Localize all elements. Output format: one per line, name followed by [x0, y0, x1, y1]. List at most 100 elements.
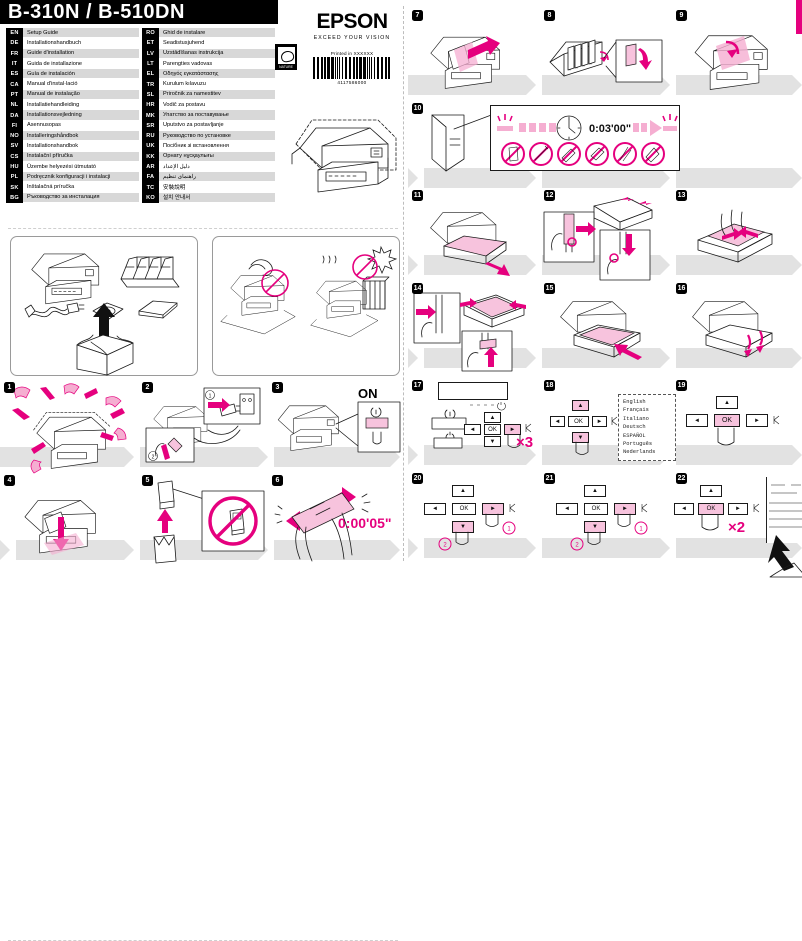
- language-menu-item[interactable]: Français: [623, 407, 649, 414]
- language-menu-item[interactable]: ESPAÑOL: [623, 432, 646, 439]
- language-code: LV: [142, 48, 159, 59]
- language-title: Vodič za postavu: [159, 100, 275, 111]
- language-code: DA: [6, 110, 23, 121]
- step-20-callout-2: 2: [443, 543, 447, 549]
- key-ok[interactable]: OK: [714, 414, 740, 427]
- key-left[interactable]: ◄: [424, 503, 446, 515]
- key-down[interactable]: ▼: [484, 436, 501, 447]
- step-11: 11: [408, 188, 538, 281]
- key-right[interactable]: ►: [728, 503, 748, 515]
- key-down[interactable]: ▼: [584, 521, 606, 533]
- step-15-number: 15: [544, 283, 555, 294]
- key-left[interactable]: ◄: [550, 416, 565, 427]
- step-21-callout-2: 2: [575, 543, 579, 549]
- key-ok[interactable]: OK: [584, 503, 608, 515]
- step-7: 7: [408, 8, 538, 101]
- step-13-number: 13: [676, 190, 687, 201]
- step-6-number: 6: [272, 475, 283, 486]
- step-row-2: 4 5: [0, 473, 402, 566]
- key-down[interactable]: ▼: [452, 521, 474, 533]
- printed-in-text: Printed in XXXXXX: [330, 51, 374, 56]
- key-up[interactable]: ▲: [716, 396, 738, 409]
- language-code: LT: [142, 58, 159, 70]
- key-right[interactable]: ►: [592, 416, 607, 427]
- language-title: دليل الإعداد: [159, 161, 275, 173]
- key-up[interactable]: ▲: [572, 400, 589, 411]
- step-row-1: 1: [0, 380, 402, 474]
- language-code: PL: [6, 172, 23, 183]
- language-title: Podręcznik konfiguracji i instalacji: [23, 172, 139, 183]
- key-ok[interactable]: OK: [452, 503, 476, 515]
- language-code: FI: [6, 120, 23, 131]
- nature-stamp-icon: NATURE: [275, 44, 297, 70]
- step-17: 17 ▲ ◄ OK ► ▼: [408, 378, 538, 471]
- language-title: Installatiehandleiding: [23, 100, 139, 111]
- language-title: Guida de installazione: [23, 58, 139, 70]
- key-ok[interactable]: OK: [484, 424, 501, 435]
- step-10-wait-panel: 0:03'00": [490, 105, 680, 171]
- key-right[interactable]: ►: [614, 503, 636, 515]
- language-menu-item[interactable]: Nederlands: [623, 449, 656, 456]
- step-row-3: 7 8: [408, 8, 802, 101]
- step-8: 8: [540, 8, 670, 101]
- key-left[interactable]: ◄: [556, 503, 578, 515]
- divider-horizontal-top: [8, 228, 398, 229]
- language-title: Посібник зі встановлення: [159, 141, 275, 152]
- language-title: Inštalačná príručka: [23, 182, 139, 193]
- language-menu-item[interactable]: English: [623, 399, 646, 405]
- edge-color-mark: [796, 0, 802, 34]
- step-14: 14: [408, 281, 538, 374]
- step-16: 16: [672, 281, 802, 374]
- language-title: راهنمای تنظیم: [159, 172, 275, 183]
- language-menu-item[interactable]: Português: [623, 440, 653, 447]
- key-right[interactable]: ►: [482, 503, 504, 515]
- language-title: Seadistusjuhend: [159, 38, 275, 49]
- step-21-number: 21: [544, 473, 555, 484]
- step-4-number: 4: [4, 475, 15, 486]
- key-right[interactable]: ►: [746, 414, 768, 427]
- step-2: 2: [138, 380, 264, 473]
- language-code: ES: [6, 69, 23, 80]
- language-menu-item[interactable]: Deutsch: [623, 424, 646, 431]
- language-code: EN: [6, 28, 23, 39]
- language-title: Kurulum kılavuzu: [159, 79, 275, 90]
- step-3-number: 3: [272, 382, 283, 393]
- language-title: Uputstvo za postavljanje: [159, 120, 275, 131]
- step-16-number: 16: [676, 283, 687, 294]
- key-up[interactable]: ▲: [452, 485, 474, 497]
- language-code: KK: [142, 151, 159, 162]
- step-row-5: 11 12: [408, 188, 802, 281]
- key-ok[interactable]: OK: [568, 416, 589, 427]
- step-9: 9: [672, 8, 802, 101]
- key-down[interactable]: ▼: [572, 432, 589, 443]
- key-left[interactable]: ◄: [464, 424, 481, 435]
- key-left[interactable]: ◄: [674, 503, 694, 515]
- step-10: 10: [408, 101, 802, 194]
- language-code: SL: [142, 89, 159, 101]
- key-ok[interactable]: OK: [698, 503, 724, 515]
- language-code: EL: [142, 69, 159, 80]
- key-right[interactable]: ►: [504, 424, 521, 435]
- language-code: AR: [142, 161, 159, 173]
- key-left[interactable]: ◄: [686, 414, 708, 427]
- step-22-number: 22: [676, 473, 687, 484]
- language-code: UK: [142, 141, 159, 152]
- key-up[interactable]: ▲: [484, 412, 501, 423]
- key-up[interactable]: ▲: [700, 485, 722, 497]
- key-up[interactable]: ▲: [584, 485, 606, 497]
- language-title: 설치 안내서: [159, 192, 275, 204]
- printer-illustration: [291, 108, 400, 200]
- step-8-number: 8: [544, 10, 555, 21]
- language-menu-item[interactable]: Italiano: [623, 415, 649, 422]
